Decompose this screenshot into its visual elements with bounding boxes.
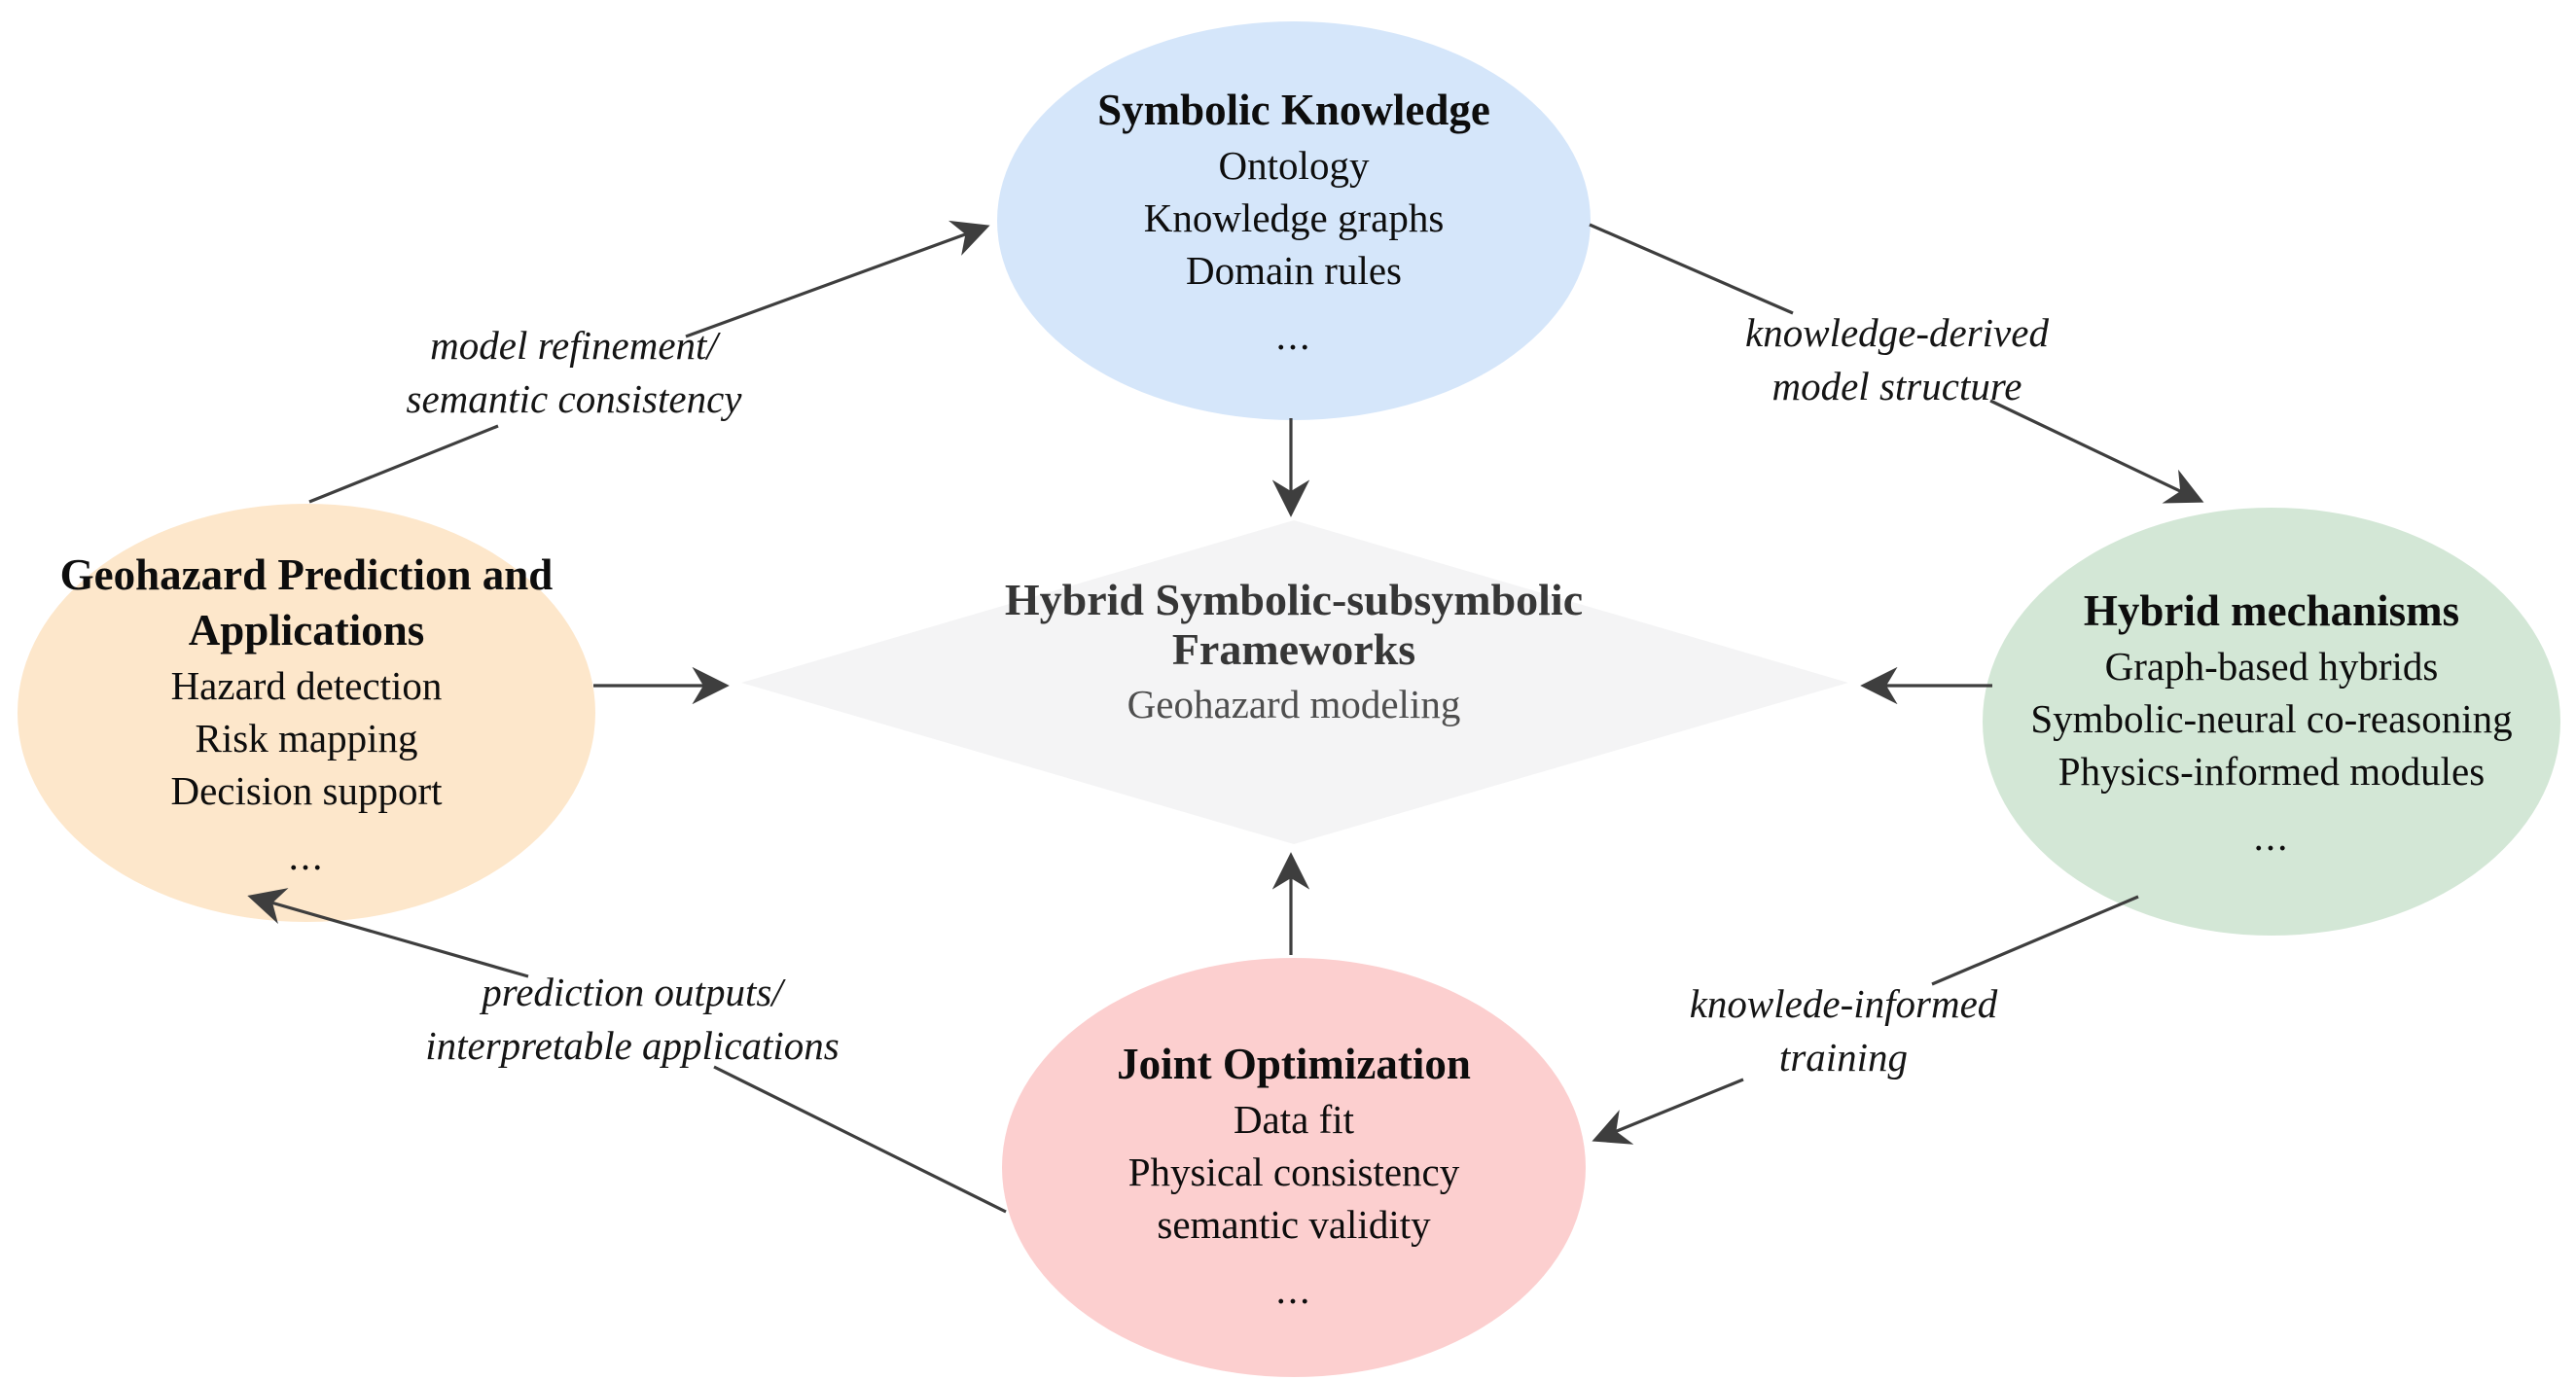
joint-optimization-item: semantic validity <box>1157 1201 1431 1247</box>
edge-label-line: interpretable applications <box>425 1022 840 1068</box>
geohazard-ellipsis: ... <box>288 833 325 879</box>
diamond-title-line2: Frameworks <box>1171 623 1416 674</box>
edge-label-line: model structure <box>1771 363 2022 408</box>
arrow-hybrid-to-joint-seg2 <box>1592 1078 1744 1145</box>
edge-label-line: training <box>1778 1034 1909 1079</box>
node-geohazard-prediction: Geohazard Prediction and Applications Ha… <box>18 504 595 922</box>
hybrid-mechanisms-item: Symbolic-neural co-reasoning <box>2030 696 2513 742</box>
geohazard-item: Hazard detection <box>170 662 443 708</box>
edge-label-line: knowlede-informed <box>1689 981 1998 1026</box>
joint-optimization-item: Data fit <box>1233 1096 1355 1142</box>
edge-label-line: semantic consistency <box>406 375 742 421</box>
arrow-hybrid-to-joint-seg1 <box>1931 895 2139 986</box>
edge-label-line: model refinement/ <box>430 323 718 368</box>
arrow-geohazard-to-symbolic-seg1 <box>308 424 499 504</box>
arrow-symbolic-to-hybrid-seg2 <box>1989 399 2204 504</box>
diamond-subtitle: Geohazard modeling <box>1127 682 1461 727</box>
arrow-joint-to-geohazard-seg1 <box>713 1065 1007 1214</box>
symbolic-knowledge-item: Knowledge graphs <box>1143 195 1445 241</box>
center-diamond-text: Hybrid Symbolic-subsymbolic Frameworks G… <box>856 575 1732 727</box>
symbolic-knowledge-item: Domain rules <box>1185 248 1403 294</box>
symbolic-knowledge-item: Ontology <box>1218 143 1370 189</box>
edge-label-prediction-outputs: prediction outputs/ interpretable applic… <box>321 966 944 1073</box>
joint-optimization-title: Joint Optimization <box>1117 1039 1471 1088</box>
node-hybrid-mechanisms: Hybrid mechanisms Graph-based hybrids Sy… <box>1983 508 2560 936</box>
arrow-symbolic-to-hybrid-seg1 <box>1589 223 1794 315</box>
diamond-title-line1: Hybrid Symbolic-subsymbolic <box>1004 575 1584 624</box>
edge-label-model-refinement: model refinement/ semantic consistency <box>263 319 885 426</box>
symbolic-knowledge-ellipsis: ... <box>1275 313 1312 359</box>
node-joint-optimization: Joint Optimization Data fit Physical con… <box>1002 958 1586 1377</box>
hybrid-mechanisms-title: Hybrid mechanisms <box>2083 586 2460 636</box>
geohazard-item: Risk mapping <box>195 715 418 761</box>
symbolic-knowledge-title: Symbolic Knowledge <box>1097 86 1490 135</box>
hybrid-mechanisms-item: Graph-based hybrids <box>2104 644 2439 690</box>
node-symbolic-knowledge: Symbolic Knowledge Ontology Knowledge gr… <box>997 21 1591 420</box>
geohazard-item: Decision support <box>170 768 443 814</box>
edge-label-line: prediction outputs/ <box>482 970 783 1014</box>
geohazard-title-line1: Geohazard Prediction and <box>59 549 554 599</box>
geohazard-title-line2: Applications <box>188 606 425 655</box>
edge-label-line: knowledge-derived <box>1745 310 2049 355</box>
hybrid-mechanisms-ellipsis: ... <box>2253 814 2290 860</box>
edge-label-knowledge-informed: knowlede-informed training <box>1532 977 2155 1084</box>
hybrid-mechanisms-item: Physics-informed modules <box>2057 749 2486 795</box>
joint-optimization-item: Physical consistency <box>1127 1149 1460 1194</box>
joint-optimization-ellipsis: ... <box>1275 1266 1312 1312</box>
edge-label-knowledge-derived: knowledge-derived model structure <box>1586 306 2208 413</box>
